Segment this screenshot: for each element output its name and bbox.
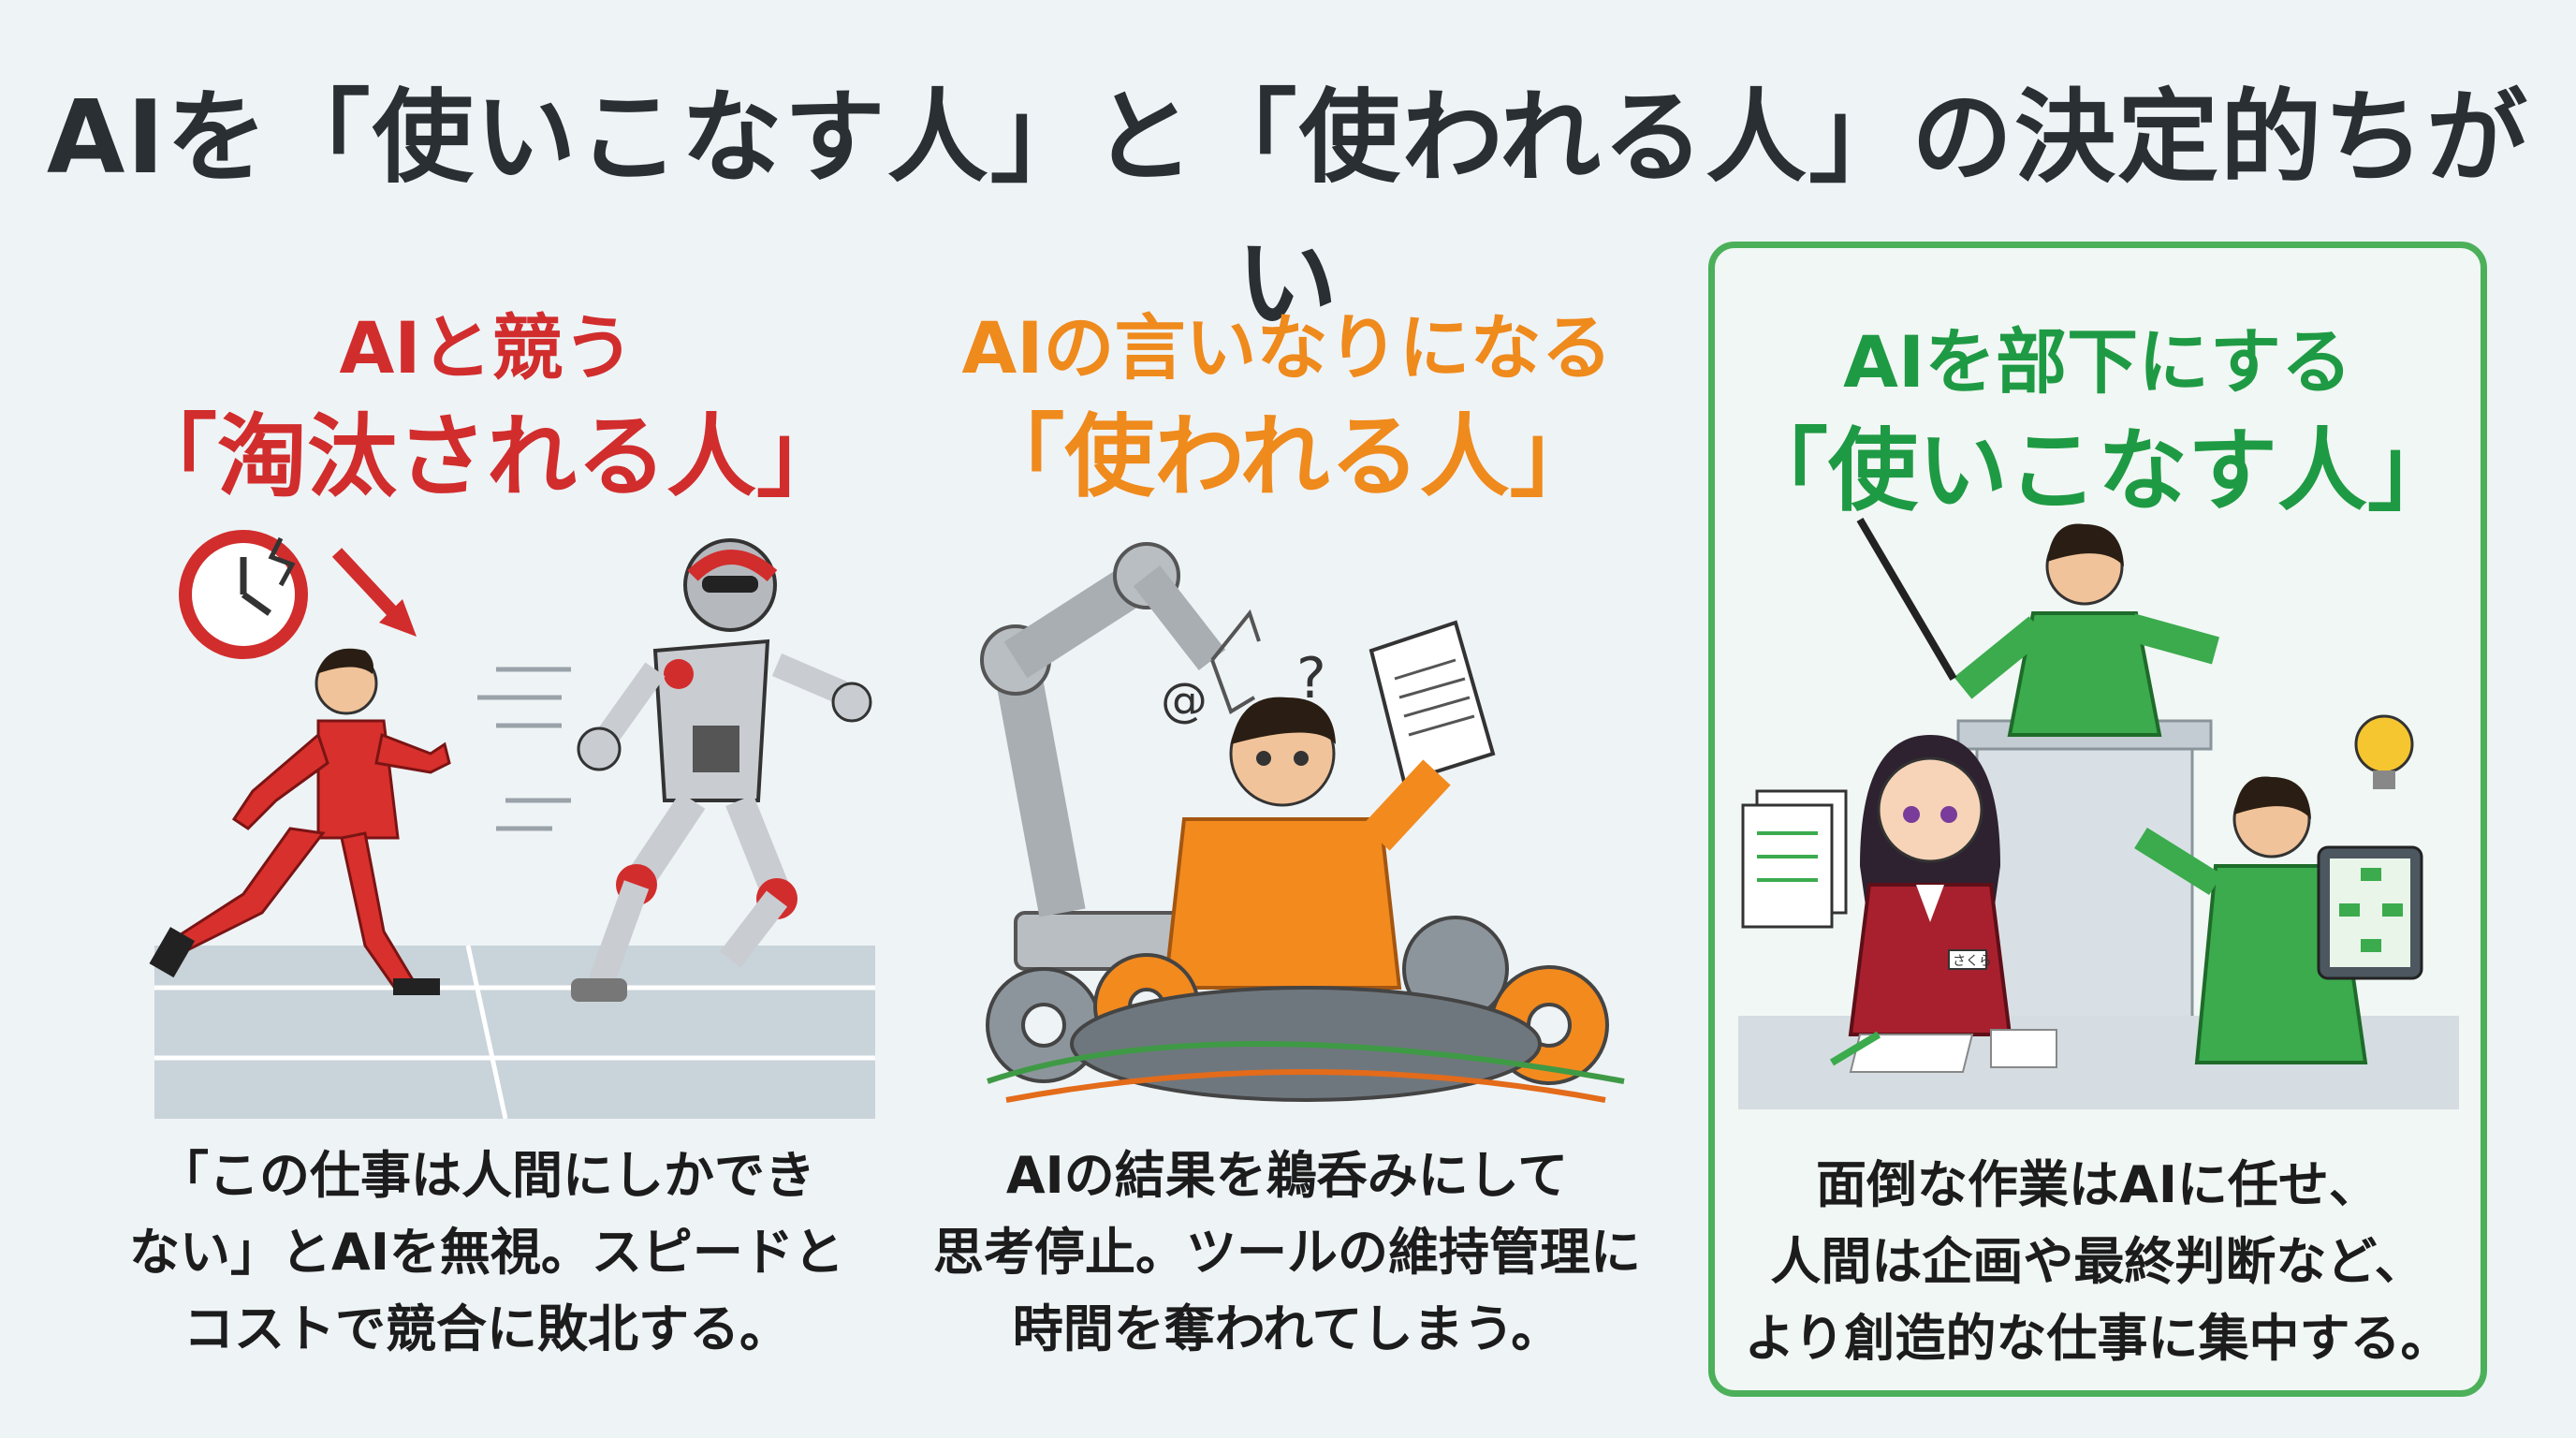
document-icon xyxy=(1368,620,1496,785)
down-arrow-icon xyxy=(331,548,417,637)
column-used: AIの言いなりになる 「使われる人」 ? @ xyxy=(913,239,1661,1400)
name-tag: さくら xyxy=(1953,954,1992,969)
lightbulb-icon xyxy=(2354,714,2414,789)
column-3-heading-line2: 「使いこなす人」 xyxy=(1738,418,2457,523)
column-2-desc-line: 時間を奪われてしまう。 xyxy=(1012,1299,1562,1358)
confused-person xyxy=(1163,697,1451,990)
broken-clock-icon xyxy=(179,530,308,659)
swirl-icon: @ xyxy=(1161,673,1208,727)
podium xyxy=(1975,733,2194,1046)
pointer-stick xyxy=(1856,517,1957,682)
column-3-heading-line1: AIを部下にする xyxy=(1843,320,2352,404)
illustration-human-racing-robot xyxy=(149,530,875,1119)
presenter-woman xyxy=(1856,517,2220,737)
column-1-desc-line: コストで競合に敗北する。 xyxy=(183,1299,790,1358)
page-title: AIを「使いこなす人」と「使われる人」の決定的ちがい xyxy=(46,80,2530,343)
column-3-desc-line: より創造的な仕事に集中する。 xyxy=(1744,1309,2452,1368)
column-master: AIを部下にする 「使いこなす人」 xyxy=(1708,242,2487,1397)
column-2-description: AIの結果を鵜呑みにして 思考停止。ツールの維持管理に 時間を奪われてしまう。 xyxy=(913,1137,1661,1368)
column-2-heading-line2: 「使われる人」 xyxy=(974,404,1600,509)
column-1-heading-line1: AIと競う xyxy=(339,306,635,389)
paper xyxy=(1849,1034,1974,1073)
document-stack-icon xyxy=(1741,789,1848,929)
ai-assistant-girl: さくら xyxy=(1848,735,2012,1036)
column-2-desc-line: AIの結果を鵜呑みにして xyxy=(1005,1146,1569,1205)
column-3-desc-line: 人間は企画や最終判断など、 xyxy=(1770,1232,2425,1291)
column-3-desc-line: 面倒な作業はAIに任せ、 xyxy=(1816,1155,2379,1214)
column-2-heading-line1: AIの言いなりになる xyxy=(961,306,1613,389)
speed-lines xyxy=(477,667,571,831)
robot-runner xyxy=(571,538,872,1002)
colleague-with-tablet xyxy=(2134,776,2423,1064)
column-1-desc-line: ない」とAIを無視。スピードと xyxy=(129,1223,844,1282)
running-track xyxy=(154,946,875,1119)
column-2-desc-line: 思考停止。ツールの維持管理に xyxy=(933,1223,1641,1282)
illustration-team-with-ai-assistant: さくら xyxy=(1738,517,2459,1109)
column-1-description: 「この仕事は人間にしかでき ない」とAIを無視。スピードと コストで競合に敗北す… xyxy=(112,1137,861,1368)
businessman-running xyxy=(149,648,451,995)
column-1-heading-line2: 「淘汰される人」 xyxy=(127,404,846,509)
gear-pile xyxy=(986,916,1625,1103)
column-3-description: 面倒な作業はAIに任せ、 人間は企画や最終判断など、 より創造的な仕事に集中する… xyxy=(1715,1147,2481,1377)
column-1-desc-line: 「この仕事は人間にしかでき xyxy=(158,1146,815,1205)
column-eliminated: AIと競う 「淘汰される人」 xyxy=(112,239,875,1400)
pen-icon xyxy=(1829,1031,1881,1066)
illustration-person-buried-in-machines: ? @ xyxy=(980,542,1625,1103)
